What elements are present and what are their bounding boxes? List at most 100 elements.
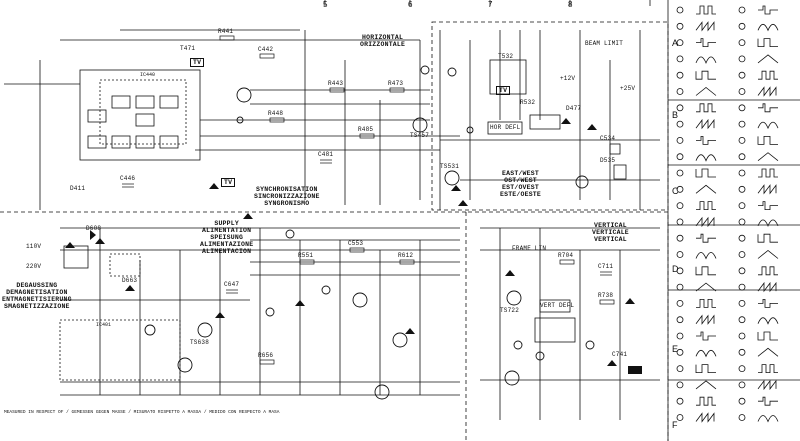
- waveform-marker: [676, 332, 684, 340]
- waveform-marker: [738, 365, 746, 373]
- waveform-trace: [757, 379, 777, 391]
- waveform-trace: [695, 21, 715, 32]
- component-label: R551: [298, 252, 314, 259]
- waveform-trace: [757, 317, 779, 325]
- waveform-trace: [757, 152, 779, 162]
- waveform-marker: [676, 397, 684, 405]
- waveform-marker: [676, 55, 684, 63]
- waveform-trace: [695, 216, 715, 228]
- waveform-trace: [758, 103, 778, 113]
- component-label: D663: [122, 277, 138, 284]
- component-label: TS638: [190, 339, 210, 346]
- waveform-marker: [738, 234, 746, 242]
- waveform-marker: [738, 88, 746, 95]
- component-label: C481: [318, 151, 334, 158]
- component-label: D535: [600, 157, 616, 164]
- tv-badge-3: TV: [496, 86, 511, 95]
- footnote: MEASURED IN RESPECT OF / GEMESSEN GEGEN …: [4, 410, 280, 415]
- waveform-trace: [757, 233, 778, 243]
- waveform-trace: [757, 249, 779, 259]
- waveform-trace: [758, 70, 778, 80]
- waveform-marker: [676, 120, 684, 128]
- waveform-trace: [696, 38, 716, 47]
- component-label: TS531: [440, 163, 460, 170]
- waveform-marker: [738, 251, 746, 258]
- waveform-marker: [676, 348, 684, 356]
- component-label: R485: [358, 126, 374, 133]
- waveform-marker: [738, 381, 746, 389]
- frame-lin-label: FRAME LIN: [512, 245, 547, 252]
- waveform-trace: [695, 266, 716, 276]
- waveform-trace: [695, 168, 716, 178]
- component-label: R612: [398, 252, 414, 259]
- waveform-trace: [757, 86, 777, 97]
- component-label: TS457: [410, 132, 430, 139]
- ic-label: IC401: [96, 322, 112, 328]
- waveform-marker: [676, 88, 684, 95]
- ic-label: IC440: [140, 72, 156, 78]
- waveform-trace: [757, 121, 779, 130]
- component-label: R473: [388, 80, 404, 87]
- column-marker-6: 6: [408, 0, 413, 9]
- component-label: R443: [328, 80, 344, 87]
- waveform-marker: [676, 39, 684, 46]
- waveform-marker: [676, 22, 684, 30]
- column-marker-7: 7: [488, 0, 493, 9]
- waveform-trace: [695, 184, 717, 194]
- row-marker-e: E: [672, 344, 679, 354]
- waveform-trace: [696, 103, 716, 113]
- waveform-trace: [757, 54, 779, 64]
- waveform-marker: [738, 348, 746, 356]
- waveform-trace: [757, 281, 777, 293]
- component-label: C553: [348, 240, 364, 247]
- supply-rail-label: +25V: [620, 85, 636, 92]
- component-label: D608: [86, 225, 102, 232]
- column-marker-5: 5: [323, 0, 328, 9]
- component-label: T532: [498, 53, 514, 60]
- component-label: C534: [600, 135, 616, 142]
- waveform-marker: [738, 414, 746, 421]
- row-marker-c: C: [672, 186, 679, 196]
- waveform-trace: [695, 154, 717, 162]
- waveform-marker: [676, 6, 684, 14]
- waveform-marker: [676, 218, 684, 226]
- waveform-trace: [695, 314, 715, 325]
- waveform-marker: [738, 120, 746, 128]
- waveform-marker: [738, 136, 746, 144]
- waveform-marker: [738, 22, 746, 30]
- waveform-panel: [667, 0, 800, 441]
- waveform-trace: [695, 252, 717, 260]
- waveform-marker: [676, 136, 684, 144]
- component-label: R656: [258, 352, 274, 359]
- waveform-marker: [676, 299, 684, 307]
- supply-rail-label: 220V: [26, 263, 42, 270]
- waveform-marker: [676, 267, 684, 275]
- vert-defl-label: VERT DEFL: [540, 302, 575, 309]
- waveform-marker: [676, 71, 684, 79]
- waveform-marker: [738, 397, 746, 405]
- component-label: R704: [558, 252, 574, 259]
- waveform-trace: [757, 347, 779, 357]
- waveform-trace: [757, 38, 778, 47]
- waveform-marker: [676, 381, 684, 389]
- waveform-trace: [757, 136, 778, 145]
- waveform-marker: [676, 202, 684, 210]
- column-marker-8: 8: [568, 0, 573, 9]
- hor-defl-label: HOR DEFL: [490, 124, 521, 131]
- row-marker-a: A: [672, 38, 679, 48]
- waveform-marker: [676, 251, 684, 258]
- waveform-trace: [758, 364, 778, 373]
- waveform-marker: [738, 39, 746, 46]
- row-marker-b: B: [672, 110, 679, 120]
- waveform-trace: [757, 184, 777, 195]
- block-beam-limit: BEAM LIMIT: [585, 40, 624, 47]
- waveform-marker: [738, 202, 746, 210]
- waveform-trace: [695, 56, 717, 64]
- component-label: C741: [612, 351, 628, 358]
- waveform-marker: [738, 185, 746, 193]
